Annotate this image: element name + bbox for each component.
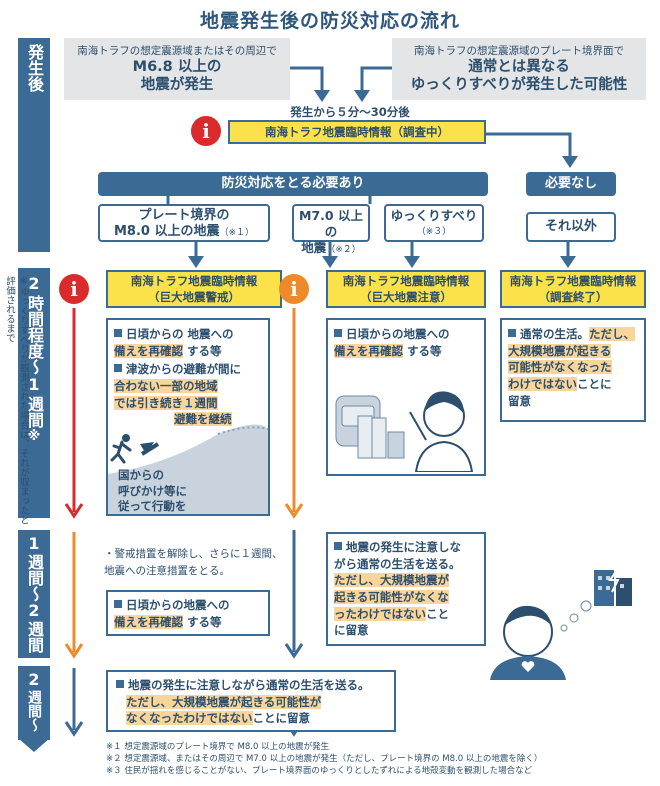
info-icon-red-2: i	[59, 274, 89, 304]
week2-normal-life-panel: 地震の発生に注意しながら通常の生活を送る。ただし、大規模地震が起きる可能性がなく…	[106, 670, 396, 732]
case-other-box: それ以外	[526, 212, 616, 242]
case-m7-box: M7.0 以上の 地震（※２）	[292, 204, 370, 255]
week1-actions-panel: 日頃からの地震への備えを再確認 する等	[106, 590, 270, 636]
info-investigation-end: 南海トラフ地震臨時情報（調査終了）	[500, 270, 646, 308]
page-title: 地震発生後の防災対応の流れ	[199, 10, 460, 32]
phase-label-1w-2w: 1 週間〜 2 週間	[18, 530, 50, 658]
phase-label-2h-1w: 2 時間程度〜 1 週間 ※	[18, 268, 50, 518]
info-megaquake-warning: 南海トラフ地震臨時情報（巨大地震警戒）	[106, 270, 282, 308]
need-action-bar: 防災対応をとる必要あり	[98, 172, 488, 196]
phase-label-2w: 2 週間〜	[18, 666, 50, 740]
week1-normal-life-panel: 地震の発生に注意しながら通常の生活を送る。ただし、大規模地震が起きる可能性がなく…	[326, 532, 486, 646]
info-investigating: 南海トラフ地震臨時情報（調査中）	[228, 120, 486, 144]
info-icon-orange: i	[279, 274, 309, 304]
no-need-bar: 必要なし	[526, 172, 616, 196]
case-slowslip-box: ゆっくりすべり （※３）	[384, 204, 484, 242]
info-icon-red: i	[191, 116, 221, 146]
info-megaquake-caution: 南海トラフ地震臨時情報（巨大地震注意）	[326, 270, 486, 308]
phase-arrow-down	[18, 738, 50, 752]
week1-note: ・警戒措置を解除し、さらに１週間、地震への注意措置をとる。	[104, 548, 283, 577]
phase-label-after: 発生後	[18, 38, 50, 252]
source-slowslip-box: 南海トラフの想定震源域のプレート境界面で 通常とは異なる ゆっくりすべりが発生し…	[392, 38, 646, 100]
need-bar-connector	[166, 196, 372, 204]
tsunami-evacuation-illustration	[108, 424, 268, 514]
footnotes: ※１ 想定震源域のプレート境界で M8.0 以上の地震が発生 ※２ 想定震源域、…	[106, 742, 543, 776]
emergency-supplies-illustration	[335, 391, 474, 472]
case-m8-box: プレート境界の M8.0 以上の地震（※１）	[98, 204, 270, 242]
thinking-person-illustration	[490, 565, 632, 680]
warning-actions-panel: 日頃からの 地震への備えを再確認 する等 津波からの避難が間に合わない一部の地域…	[106, 318, 270, 516]
source-earthquake-box: 南海トラフの想定震源域またはその周辺で M6.8 以上の 地震が発生	[64, 38, 290, 100]
side-note: ※ゆっくりすべりが観測された場合は、それが収まったと評価されるまで	[4, 276, 29, 525]
investigation-end-panel: 通常の生活。ただし、大規模地震が起きる可能性がなくなったわけではないことに留意	[500, 318, 646, 422]
caution-actions-panel: 日頃からの地震への備えを再確認 する等	[326, 318, 486, 476]
timing-label: 発生から５分〜30分後	[290, 105, 410, 119]
